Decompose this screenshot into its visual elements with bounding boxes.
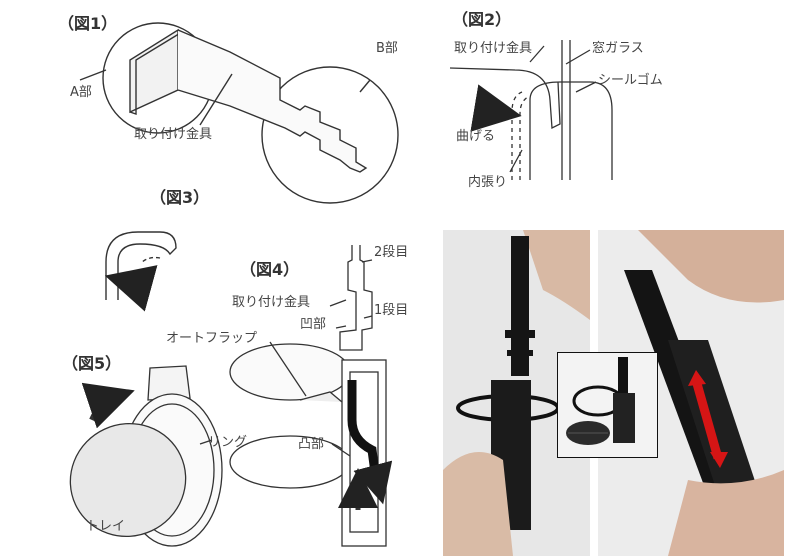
fig3-bend-arrow [104,265,158,312]
photo-inset-holder [557,352,658,458]
fig2-bracket-leader [529,45,545,63]
fig3-drawing [104,231,177,312]
hand-bottom [443,452,513,556]
fig4-lower-ring [229,435,351,489]
fig1-title: （図1） [58,14,118,33]
fig4-title: （図4） [240,260,300,279]
fig1-a-leader [79,69,107,81]
fig2-inner-lining-dashed-2 [519,95,531,180]
recess-label: 凹部 [300,317,327,332]
fig1-bracket-leader [199,73,233,126]
fig3-dashed-bend [141,256,161,263]
fig4-bracket-label: 取り付け金具 [232,295,311,310]
fig1-b-leader [359,79,371,93]
slide-arrow [691,378,723,460]
protrusion-label: 凸部 [298,437,325,452]
fig2-bracket-label: 取り付け金具 [454,41,533,56]
fig4-step2-leader [361,259,373,263]
b-part-label: B部 [376,41,398,56]
photo-right-hands [598,230,784,556]
fig1-drawing [79,22,399,204]
fig2-bracket [449,67,561,130]
fig3-title: （図3） [150,188,210,207]
holder-body-right [668,340,768,526]
inset-illustration [558,353,657,457]
fig1-bracket-strip [177,29,368,173]
fig2-lining-leader [509,149,523,173]
fig4-step1-leader [363,315,373,319]
fig4-bracket-strip [339,245,373,351]
hand-top-right [638,230,784,303]
step1-label: 1段目 [374,303,409,318]
fig4-bracket-leader [329,299,347,307]
fig4-flap-leader [269,341,307,397]
fig4-insert-path [347,380,381,481]
tray-label: トレイ [86,519,126,534]
hand-top [523,230,590,320]
fig4-holder-slot [349,371,379,533]
seal-rubber-label: シールゴム [598,73,663,88]
fig5-ring-leader [199,439,213,445]
fig4-protrusion-leader [331,443,351,457]
fig2-bend-arrow [470,84,522,132]
fig1-bracket-label: 取り付け金具 [134,127,213,142]
fig3-bent-bracket [105,231,177,300]
photo-right-illustration [598,230,784,556]
fig5-tray [69,422,187,538]
hand-bottom-right [668,470,784,556]
step2-label: 2段目 [374,245,409,260]
fig2-title: （図2） [452,10,512,29]
fig2-seal-rubber [529,81,613,180]
ring-label: リング [208,435,248,450]
bracket-strip [511,236,529,376]
bend-label: 曲げる [456,129,496,144]
fig4-drawing [229,245,393,547]
fig4-recess-leader [335,325,347,329]
fig2-glass-leader [565,49,591,65]
fig5-drawing [69,365,223,547]
a-part-label: A部 [70,85,92,100]
fig1-a-plate [129,28,179,114]
fig5-rotate-arrow [81,382,135,429]
window-glass-label: 窓ガラス [592,41,644,56]
fig1-b-magnifier-circle [261,66,399,204]
inner-lining-label: 内張り [468,175,508,190]
fig2-seal-leader [575,81,597,93]
fig2-drawing [449,40,613,180]
fig5-title: （図5） [62,354,122,373]
auto-flap-label: オートフラップ [166,331,258,346]
fig4-auto-flap [299,391,343,403]
fig5-holder-top [147,365,191,401]
